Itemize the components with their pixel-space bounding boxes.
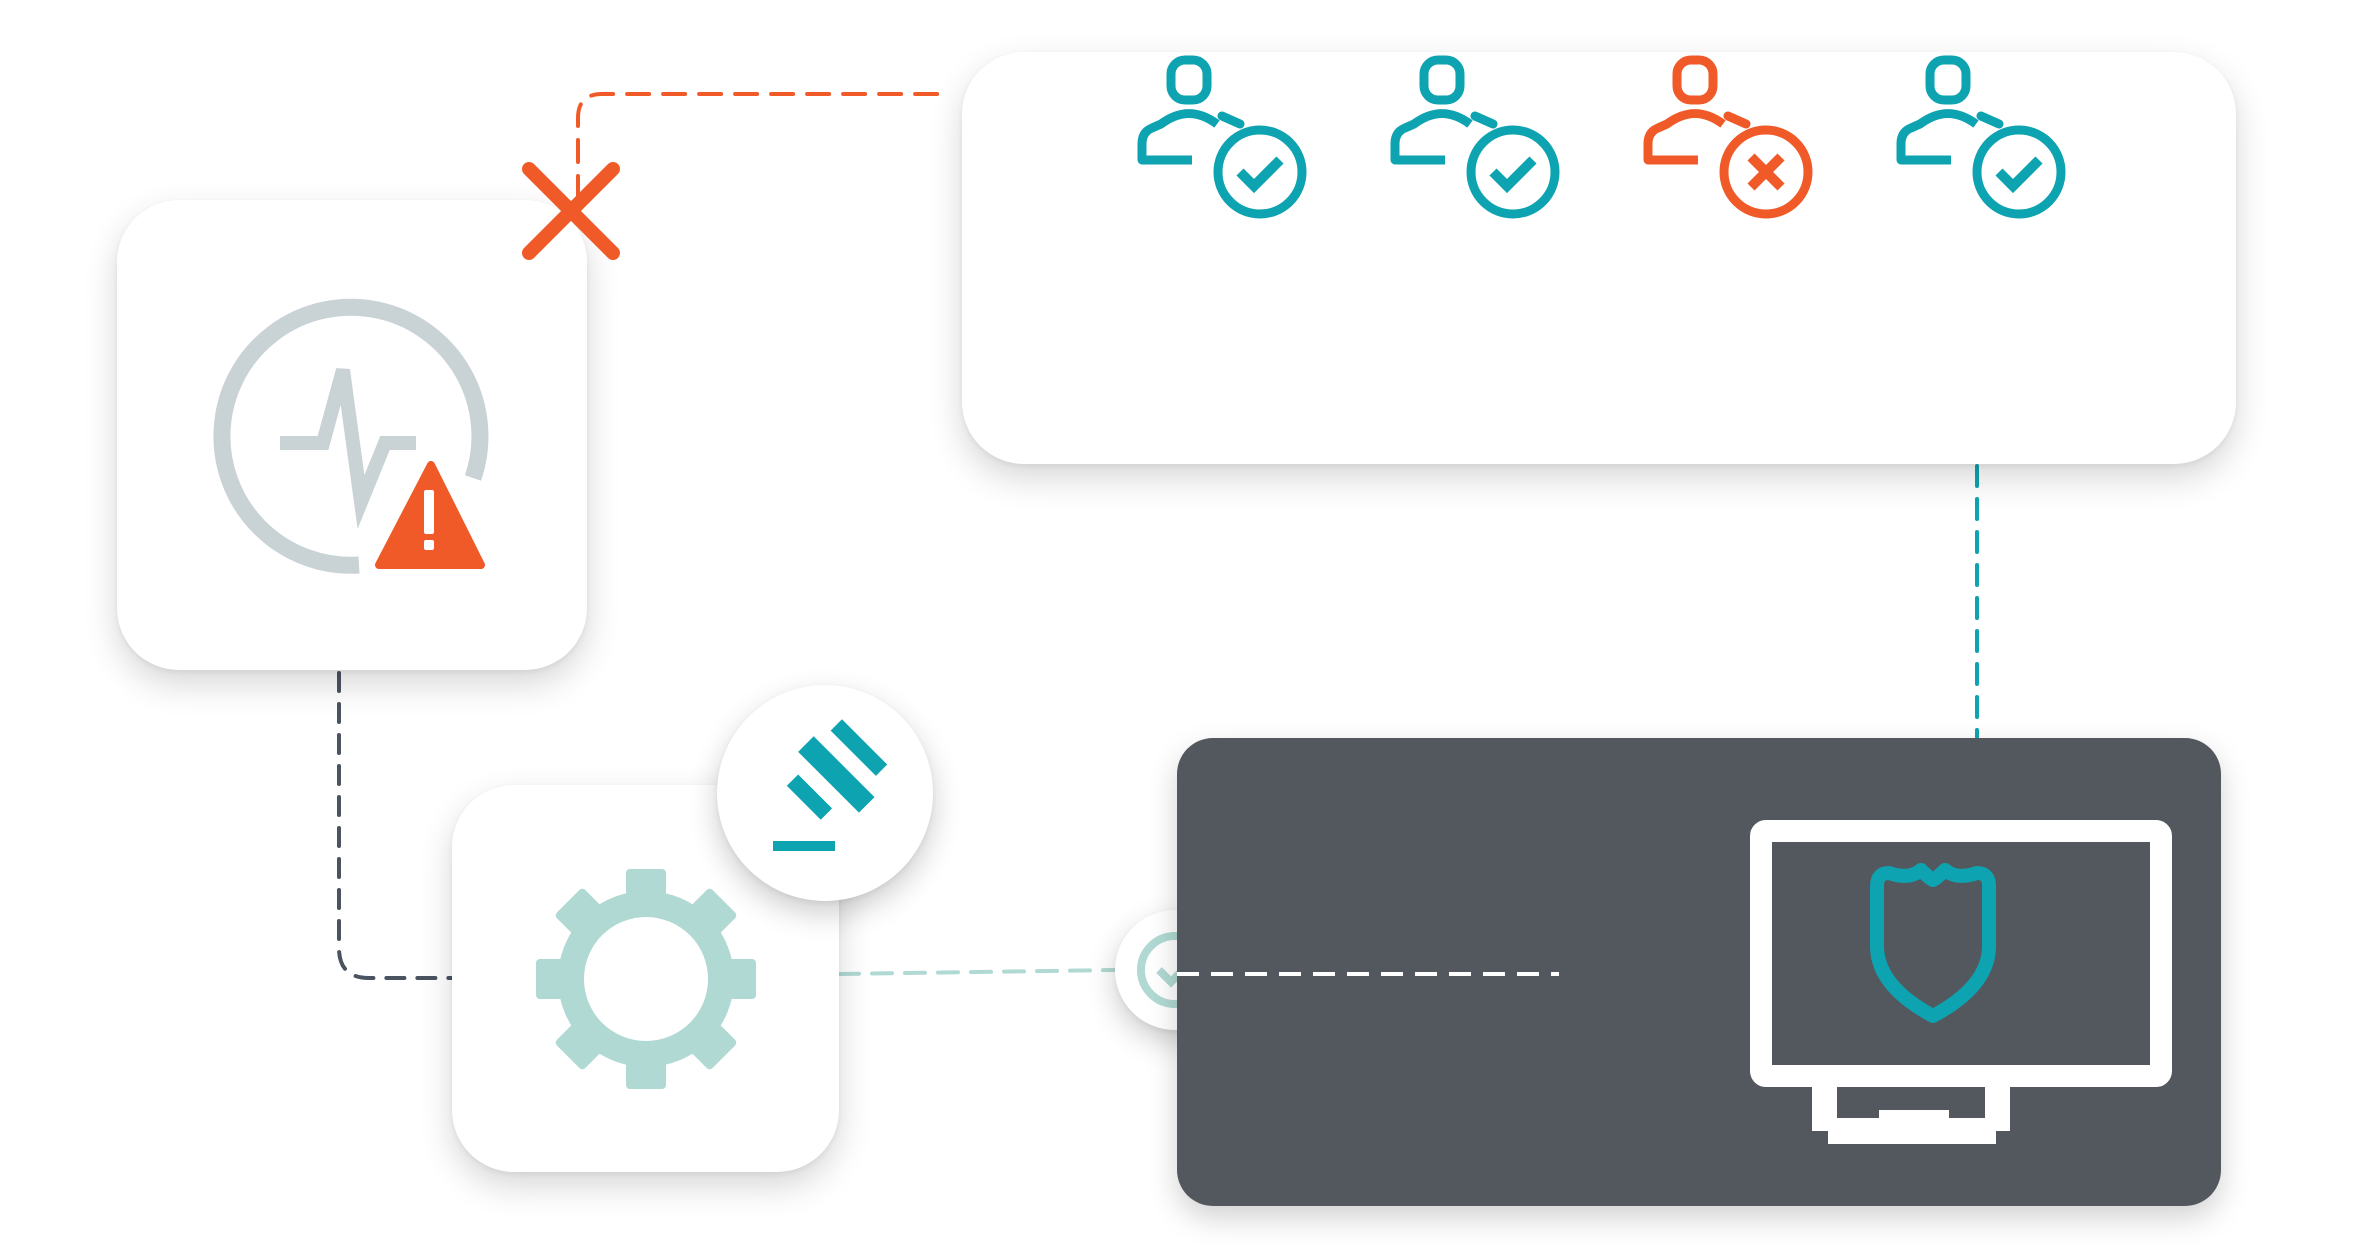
heartbeat-warning-icon: [213, 298, 489, 574]
gear-icon: [536, 869, 756, 1089]
alert-card: [117, 200, 587, 670]
connector-alert-to-settings: [337, 671, 454, 980]
settings-card: [452, 785, 839, 1172]
user-verified-icon: [1896, 55, 2066, 219]
device-panel: [1177, 738, 2221, 1206]
users-card: [962, 52, 2236, 464]
user-verified-icon: [1137, 55, 1307, 219]
user-rejected-icon: [1643, 55, 1813, 219]
monitor-shield-icon: [1177, 820, 2172, 1144]
connector-settings-to-check: [837, 968, 1117, 976]
x-mark-icon: [522, 162, 620, 260]
connector-alert-to-users: [576, 92, 952, 200]
gavel-icon: [773, 719, 888, 851]
user-verified-icon: [1390, 55, 1560, 219]
policy-badge: [717, 685, 933, 901]
